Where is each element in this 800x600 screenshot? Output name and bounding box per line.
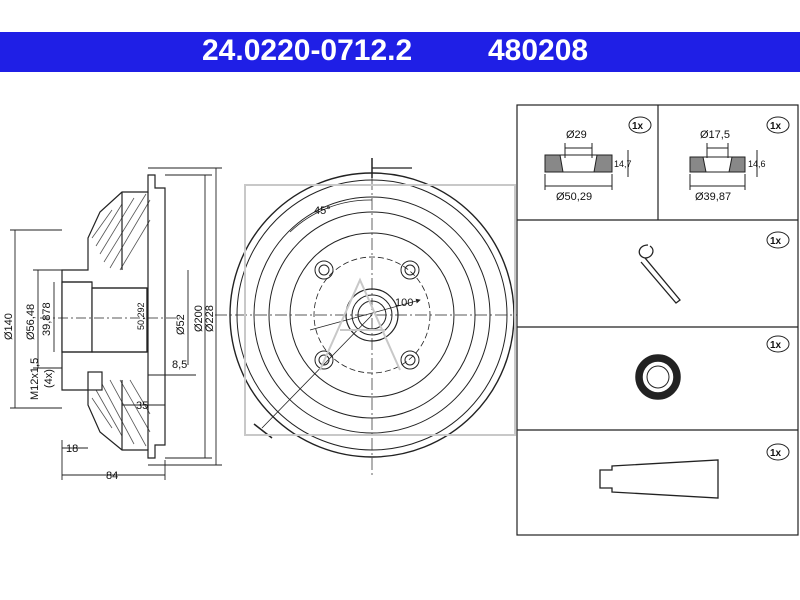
bearing-2-inner: Ø17,5 [700, 129, 730, 141]
dim-d52: Ø52 [175, 314, 187, 335]
bearing-2-drawing [689, 143, 758, 190]
dim-d140: Ø140 [3, 313, 15, 340]
cap-qty: 1x [770, 448, 782, 459]
bearing-1-qty-badge [628, 116, 652, 134]
cap-qty-badge [766, 443, 790, 461]
article-code: 480208 [488, 34, 589, 67]
bearing-1-outer: Ø50,29 [556, 191, 592, 203]
bearing-2-height: 14,6 [748, 159, 766, 169]
nut-qty: 1x [770, 340, 782, 351]
bearing-2-qty-badge [766, 116, 790, 134]
bearing-1-height: 14,7 [614, 159, 632, 169]
cotter-pin-qty: 1x [770, 236, 782, 247]
dim-18: 18 [66, 443, 78, 455]
dim-d228: Ø228 [204, 305, 216, 332]
castle-nut-icon [635, 354, 681, 400]
watermark [244, 184, 516, 436]
side-section-view [40, 174, 180, 459]
front-view [215, 158, 525, 475]
cotter-pin-qty-badge [766, 231, 790, 249]
dim-d50: 50,292 [136, 302, 146, 330]
cotter-pin-icon [638, 244, 681, 304]
dim-d39: 39,878 [41, 302, 53, 336]
bearing-2-outer: Ø39,87 [695, 191, 731, 203]
bearing-1-qty: 1x [632, 121, 644, 132]
dim-35: 35 [136, 400, 148, 412]
side-dimensions [10, 167, 222, 480]
bearing-2-qty: 1x [770, 121, 782, 132]
bearing-1-drawing [544, 143, 629, 190]
title-bar: 24.0220-0712.2 480208 [0, 32, 800, 72]
bearing-1-inner: Ø29 [566, 129, 587, 141]
pcd-label: 100 [395, 297, 413, 309]
dim-d200: Ø200 [193, 305, 205, 332]
part-number: 24.0220-0712.2 [202, 34, 413, 67]
stud-holes [314, 260, 420, 370]
dust-cap-icon [599, 459, 719, 499]
dim-8-5: 8,5 [172, 359, 187, 371]
angle-label: 45° [314, 205, 331, 217]
dim-thread-qty: (4x) [43, 369, 55, 388]
dim-d56: Ø56,48 [25, 304, 37, 340]
dim-84: 84 [106, 470, 118, 482]
nut-qty-badge [766, 335, 790, 353]
dim-thread: M12x1,5 [29, 358, 41, 400]
